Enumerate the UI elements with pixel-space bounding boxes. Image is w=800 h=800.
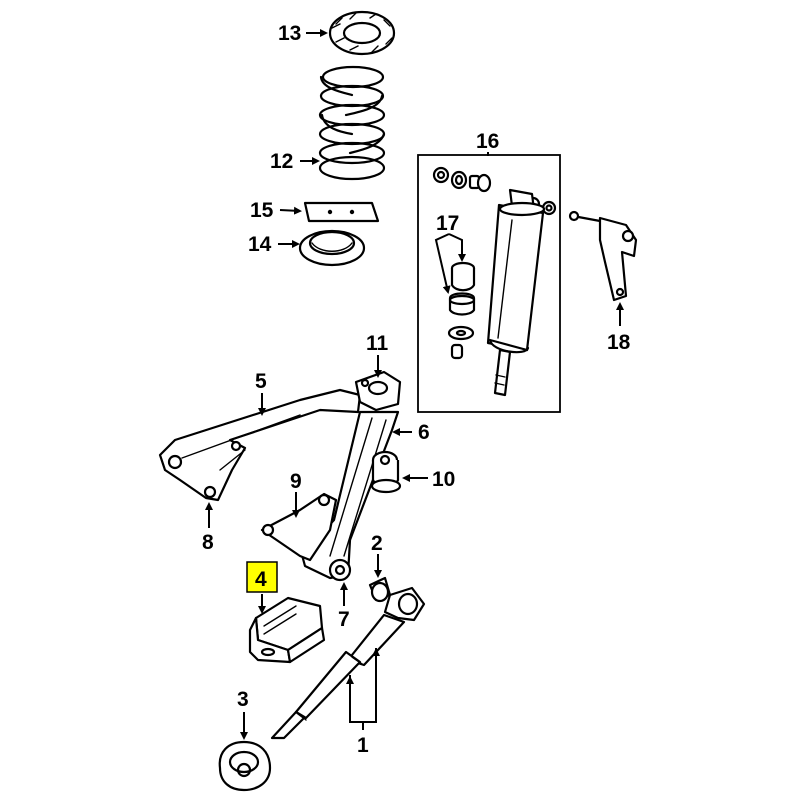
callout-1[interactable]: 1 (357, 734, 369, 757)
callout-5[interactable]: 5 (255, 370, 267, 393)
callout-18[interactable]: 18 (607, 331, 631, 354)
highlight-box (246, 561, 278, 593)
part-18-bracket[interactable] (568, 210, 638, 302)
callout-12[interactable]: 12 (270, 150, 293, 173)
part-2-bushing[interactable] (368, 576, 392, 603)
callout-4-highlight[interactable]: 4 (246, 561, 278, 593)
part-12-coil-spring[interactable] (318, 65, 386, 181)
part-1-rod[interactable] (270, 586, 426, 740)
part-15-plate[interactable] (303, 201, 380, 223)
callout-11[interactable]: 11 (366, 332, 389, 355)
part-16-shock-kit-box (417, 154, 561, 413)
callout-2[interactable]: 2 (371, 532, 383, 555)
callout-10[interactable]: 10 (432, 468, 455, 491)
part-16-shock-absorber[interactable] (486, 188, 546, 397)
callout-leaders (205, 29, 624, 740)
part-3-lower-mount[interactable] (218, 740, 272, 792)
callout-14[interactable]: 14 (248, 233, 272, 256)
callout-8[interactable]: 8 (202, 531, 214, 554)
part-6-lower-arm[interactable] (300, 410, 400, 580)
part-11-bracket[interactable] (354, 370, 402, 412)
part-14-spring-seat[interactable] (298, 229, 366, 267)
callout-9[interactable]: 9 (290, 470, 302, 493)
callout-16[interactable]: 16 (476, 130, 499, 153)
callout-17[interactable]: 17 (436, 212, 459, 235)
callout-3[interactable]: 3 (237, 688, 249, 711)
part-13-spring-isolator[interactable] (328, 10, 396, 56)
callout-4[interactable]: 4 (255, 568, 267, 591)
part-5-control-arm[interactable] (158, 388, 362, 502)
callout-13[interactable]: 13 (278, 22, 301, 45)
callout-7[interactable]: 7 (338, 608, 350, 631)
part-10-bushing[interactable] (370, 450, 402, 494)
callout-labels: 13 12 15 14 16 17 18 11 5 6 10 9 8 7 2 4… (202, 22, 631, 757)
part-17-bushings[interactable] (447, 261, 476, 360)
part-4-mount[interactable] (248, 596, 326, 664)
callout-6[interactable]: 6 (418, 421, 430, 444)
callout-15[interactable]: 15 (250, 199, 274, 222)
part-7-bushing[interactable] (328, 558, 352, 582)
part-9-bracket[interactable] (260, 492, 338, 562)
